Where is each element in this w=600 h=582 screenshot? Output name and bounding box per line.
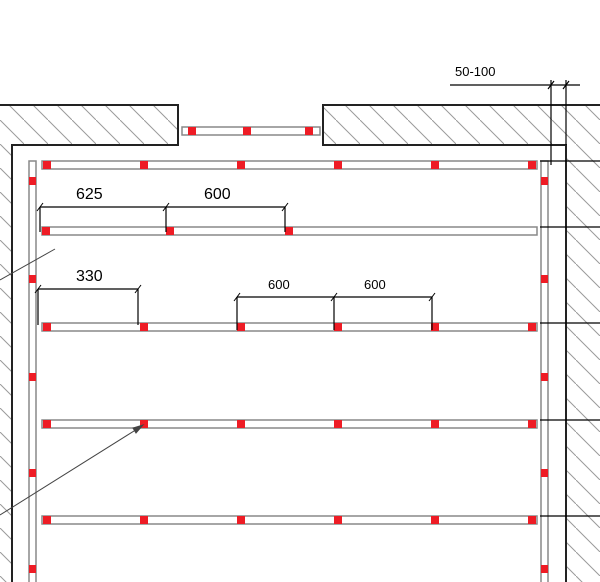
dimension-lines bbox=[34, 80, 600, 517]
profile bbox=[28, 160, 37, 582]
anchor-point bbox=[166, 227, 174, 235]
anchor-point bbox=[431, 161, 439, 169]
anchor-point bbox=[237, 323, 245, 331]
anchor-point bbox=[541, 275, 548, 283]
wall-top-right bbox=[323, 105, 600, 145]
anchor-point bbox=[140, 323, 148, 331]
anchor-point bbox=[43, 516, 51, 524]
anchor-point bbox=[237, 420, 245, 428]
anchor-point bbox=[29, 469, 36, 477]
anchor-point bbox=[43, 420, 51, 428]
dim-gap: 50-100 bbox=[455, 64, 496, 79]
anchor-point bbox=[541, 177, 548, 185]
anchor-point bbox=[334, 420, 342, 428]
anchor-point bbox=[541, 373, 548, 381]
anchor-point bbox=[334, 516, 342, 524]
anchor-point bbox=[431, 516, 439, 524]
anchor-point bbox=[140, 161, 148, 169]
dim-625: 625 bbox=[76, 186, 103, 203]
anchor-point bbox=[29, 275, 36, 283]
wall-left bbox=[0, 145, 12, 582]
leader-lines bbox=[0, 248, 145, 516]
anchor-point bbox=[237, 161, 245, 169]
anchor-point bbox=[305, 127, 313, 135]
wall-top-left bbox=[0, 105, 178, 145]
anchor-point bbox=[43, 161, 51, 169]
anchor-point bbox=[541, 469, 548, 477]
anchor-point bbox=[528, 516, 536, 524]
anchor-point bbox=[29, 565, 36, 573]
profile bbox=[41, 322, 538, 332]
anchor-point bbox=[285, 227, 293, 235]
anchor-point bbox=[541, 565, 548, 573]
anchor-point bbox=[243, 127, 251, 135]
anchor-point bbox=[237, 516, 245, 524]
dim-600-b: 600 bbox=[268, 277, 290, 292]
anchor-point bbox=[334, 161, 342, 169]
anchor-point bbox=[43, 323, 51, 331]
anchor-point bbox=[334, 323, 342, 331]
dim-600-a: 600 bbox=[204, 186, 231, 203]
walls bbox=[0, 104, 600, 582]
anchor-point bbox=[528, 161, 536, 169]
profile bbox=[540, 160, 549, 582]
profile bbox=[41, 160, 538, 170]
anchor-point bbox=[140, 516, 148, 524]
dim-330: 330 bbox=[76, 268, 103, 285]
wall-right bbox=[566, 145, 600, 582]
profiles bbox=[28, 126, 549, 582]
anchor-point bbox=[188, 127, 196, 135]
anchor-point bbox=[140, 420, 148, 428]
anchor-point bbox=[29, 177, 36, 185]
dim-600-c: 600 bbox=[364, 277, 386, 292]
anchor-point bbox=[431, 420, 439, 428]
anchor-point bbox=[29, 373, 36, 381]
anchor-point bbox=[528, 323, 536, 331]
profile bbox=[41, 515, 538, 525]
anchor-point bbox=[528, 420, 536, 428]
anchor-point bbox=[42, 227, 50, 235]
profile bbox=[41, 419, 538, 429]
anchor-point bbox=[431, 323, 439, 331]
